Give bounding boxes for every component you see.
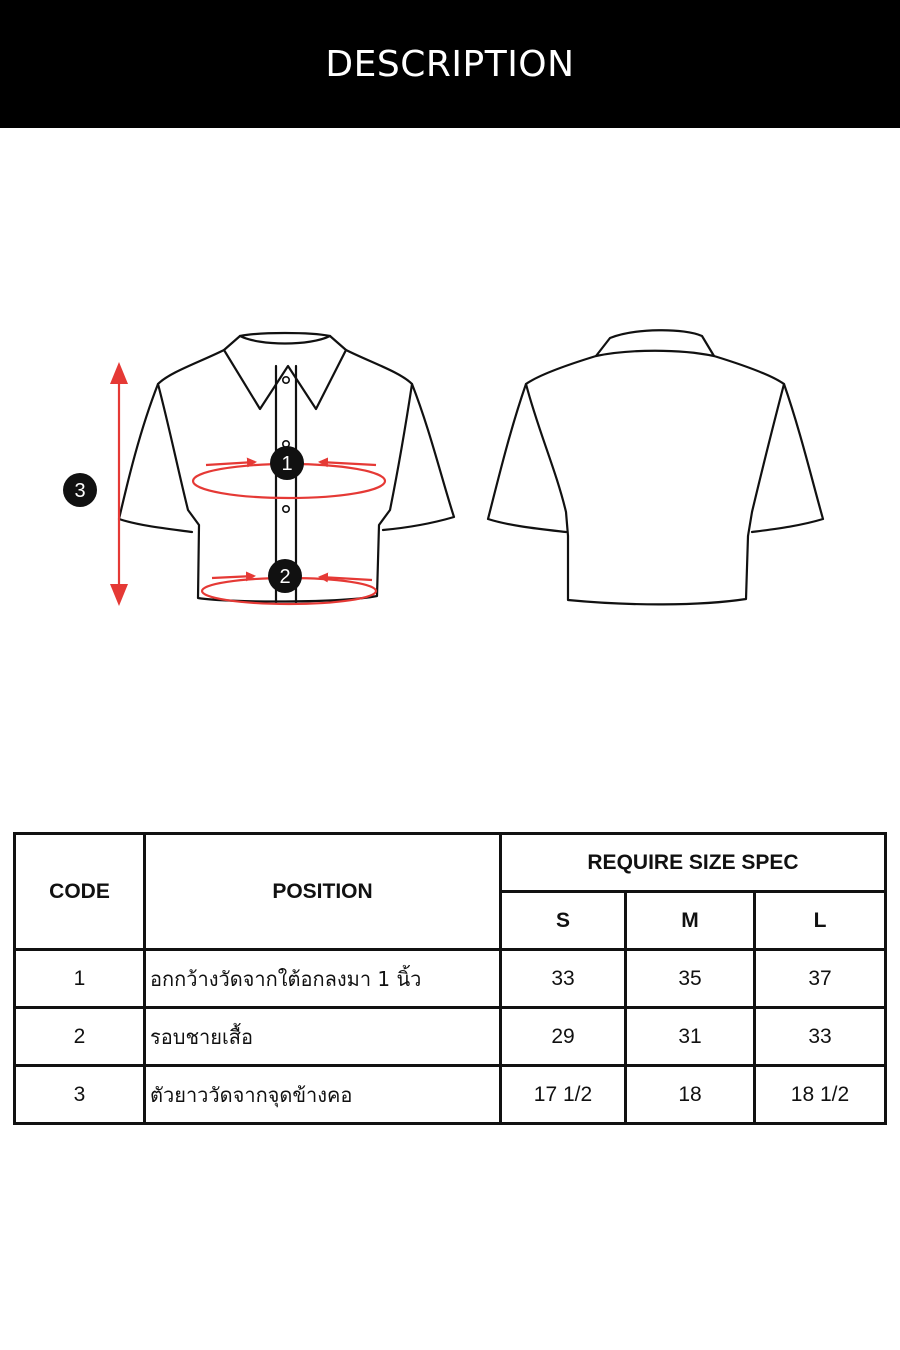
chest-arrow-left bbox=[205, 457, 257, 468]
table-row: 3 ตัวยาววัดจากจุดข้างคอ 17 1/2 18 18 1/2 bbox=[13, 1064, 887, 1125]
front-left-sleeve bbox=[117, 382, 194, 534]
back-left-sleeve bbox=[486, 382, 568, 534]
header-banner: DESCRIPTION bbox=[0, 0, 900, 128]
back-shirt-body bbox=[524, 354, 786, 606]
length-arrow-bottom bbox=[110, 584, 128, 606]
back-collar bbox=[594, 329, 716, 358]
marker-3: 3 bbox=[63, 473, 97, 507]
marker-2: 2 bbox=[268, 559, 302, 593]
row-code: 3 bbox=[13, 1064, 146, 1125]
header-size-m: M bbox=[624, 890, 756, 951]
marker-3-label: 3 bbox=[74, 480, 85, 502]
shirt-measurement-diagram: 1 2 3 bbox=[0, 300, 900, 640]
length-measurement bbox=[110, 362, 128, 606]
row-position: ตัวยาววัดจากจุดข้างคอ bbox=[143, 1064, 502, 1125]
row-size-s: 29 bbox=[499, 1006, 627, 1067]
length-arrow-top bbox=[110, 362, 128, 384]
row-size-s: 17 1/2 bbox=[499, 1064, 627, 1125]
chest-arrow-right bbox=[318, 457, 377, 468]
row-size-s: 33 bbox=[499, 948, 627, 1009]
header-size-s: S bbox=[499, 890, 627, 951]
row-code: 1 bbox=[13, 948, 146, 1009]
row-size-m: 18 bbox=[624, 1064, 756, 1125]
row-size-m: 35 bbox=[624, 948, 756, 1009]
row-code: 2 bbox=[13, 1006, 146, 1067]
hem-arrow-left bbox=[211, 571, 256, 582]
hem-arrow-right bbox=[318, 572, 373, 583]
marker-2-label: 2 bbox=[279, 566, 290, 588]
row-position: รอบชายเสื้อ bbox=[143, 1006, 502, 1067]
page-title: DESCRIPTION bbox=[325, 43, 575, 85]
back-shirt-illustration bbox=[486, 329, 825, 606]
table-row: 1 อกกว้างวัดจากใต้อกลงมา 1 นิ้ว 33 35 37 bbox=[13, 948, 887, 1009]
header-code: CODE bbox=[13, 832, 146, 951]
row-size-m: 31 bbox=[624, 1006, 756, 1067]
front-collar bbox=[222, 331, 348, 411]
back-right-sleeve bbox=[750, 382, 825, 534]
size-spec-table: CODE POSITION REQUIRE SIZE SPEC S M L 1 … bbox=[13, 832, 887, 1125]
marker-1: 1 bbox=[270, 446, 304, 480]
header-size-l: L bbox=[753, 890, 887, 951]
front-right-sleeve bbox=[381, 382, 456, 532]
row-position: อกกว้างวัดจากใต้อกลงมา 1 นิ้ว bbox=[143, 948, 502, 1009]
table-row: 2 รอบชายเสื้อ 29 31 33 bbox=[13, 1006, 887, 1067]
marker-1-label: 1 bbox=[281, 453, 292, 475]
header-require-size-spec: REQUIRE SIZE SPEC bbox=[499, 832, 887, 893]
front-shirt-illustration bbox=[117, 331, 456, 605]
row-size-l: 33 bbox=[753, 1006, 887, 1067]
row-size-l: 37 bbox=[753, 948, 887, 1009]
row-size-l: 18 1/2 bbox=[753, 1064, 887, 1125]
header-position: POSITION bbox=[143, 832, 502, 951]
